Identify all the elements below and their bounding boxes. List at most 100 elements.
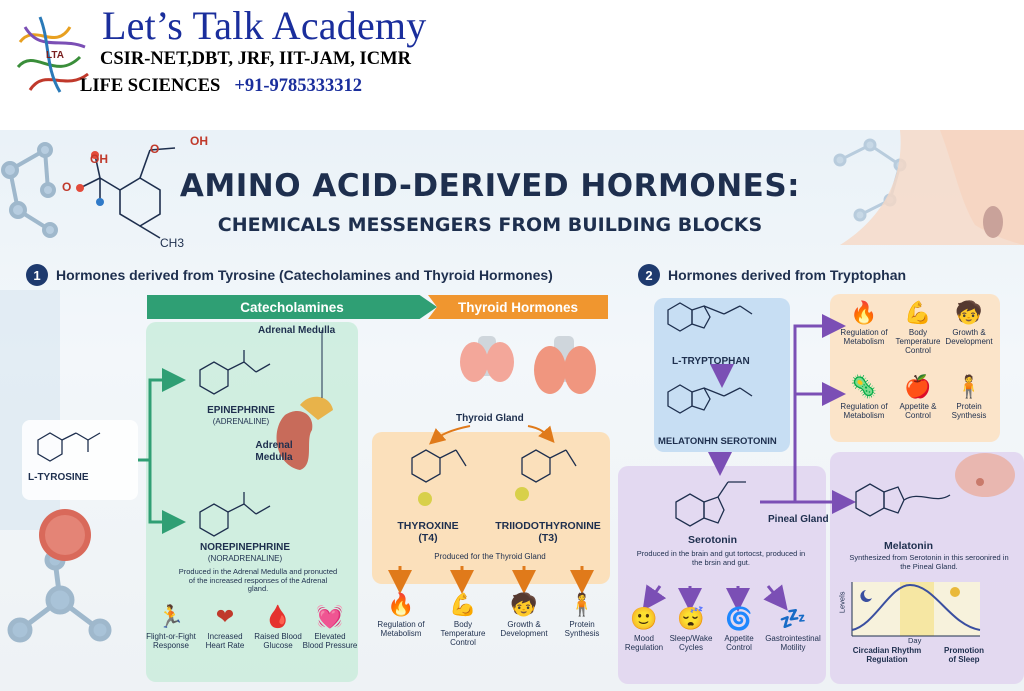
mol-label-o1: O <box>62 180 72 194</box>
serotonin-effect-sleep: 😴 Sleep/Wake Cycles <box>664 606 718 652</box>
muscle-icon: 💪 <box>449 592 477 617</box>
mol-label-ch3: CH3 <box>160 236 185 250</box>
trp-effect-temperature: 💪 Body Temperature Control <box>890 300 946 356</box>
academy-logo: LTA <box>16 16 89 93</box>
thyroid-gland-label: Thyroid Gland <box>456 413 524 424</box>
trp-effect-protein-label: Protein Synthesis <box>951 402 987 421</box>
epinephrine-name: EPINEPHRINE <box>207 405 275 416</box>
melatonin-note: Synthesized from Serotonin in this seroo… <box>849 553 1009 571</box>
effect-flight-fight: 🏃 Flight-or-Fight Response <box>144 604 198 650</box>
trp-effect-metabolism-label: Regulation of Metabolism <box>840 328 888 347</box>
smile-icon: 🙂 <box>630 606 658 631</box>
trp-effect-appetite-label: Appetite & Control <box>899 402 937 421</box>
pulse-heart-icon: 💓 <box>316 604 344 629</box>
section1-header: 1 Hormones derived from Tyrosine (Catech… <box>26 264 553 286</box>
section2-header: 2 Hormones derived from Tryptophan <box>638 264 906 286</box>
effect-blood-pressure-label: Elevated Blood Pressure <box>302 632 358 651</box>
norepinephrine-label: NOREPINEPHRINE (NORADRENALINE) <box>190 542 300 563</box>
intestine-icon: 🌀 <box>725 606 753 631</box>
apple-icon: 🍎 <box>904 374 932 399</box>
effect-heart-rate-label: Increased Heart Rate <box>205 632 245 651</box>
thyroxine-name: THYROXINE <box>397 520 459 532</box>
melatonin-effect-sleep: Promotion of Sleep <box>944 646 984 665</box>
section2-heading: Hormones derived from Tryptophan <box>668 267 907 283</box>
serotonin-effect-sleep-label: Sleep/Wake Cycles <box>669 634 713 653</box>
norepinephrine-note: Produced in the Adrenal Medulla and pron… <box>178 567 338 594</box>
thyroid-effect-growth-label: Growth & Development <box>500 620 548 639</box>
background-decoration <box>0 130 1024 643</box>
serotonin-effect-gi: 💤 Gastrointestinal Motility <box>760 606 826 652</box>
thyroid-effect-temperature-label: Body Temperature Control <box>440 620 486 648</box>
logo-text: LTA <box>46 50 64 61</box>
child-icon: 🧒 <box>955 300 983 325</box>
mol-label-o2: O <box>150 142 160 156</box>
sub-title: CHEMICALS MESSENGERS FROM BUILDING BLOCK… <box>217 214 763 236</box>
effect-blood-pressure: 💓 Elevated Blood Pressure <box>302 604 358 650</box>
triiodothyronine-name: TRIIODOTHYRONINE <box>495 520 601 532</box>
diagram-connectors <box>37 302 1015 637</box>
academy-banner: LTA Let’s Talk Academy CSIR-NET,DBT, JRF… <box>0 0 1024 120</box>
trp-effect-metabolism: 🔥 Regulation of Metabolism <box>836 300 892 346</box>
adrenal-medulla-organ-label: Adrenal Medulla <box>255 440 293 463</box>
academy-exams: CSIR-NET,DBT, JRF, IIT-JAM, ICMR <box>100 49 411 69</box>
flame-icon: 🔥 <box>850 300 878 325</box>
infographic: OH OH O O CH3 AMINO ACID-DERIVED HORMONE… <box>0 130 1024 691</box>
section1-number: 1 <box>26 264 48 286</box>
tyrosine-label: L-TYROSINE <box>28 472 89 483</box>
serotonin-note: Produced in the brain and gut tortocst, … <box>636 549 806 567</box>
thyroxine-label: THYROXINE (T4) <box>388 520 468 544</box>
triiodothyronine-abbr: (T3) <box>538 532 558 545</box>
effect-flight-fight-label: Flight-or-Fight Response <box>146 632 196 651</box>
thyroid-effect-metabolism: 🔥 Regulation of Metabolism <box>372 592 430 638</box>
tryptophan-effects-panel <box>830 294 1000 442</box>
trp-effect-metabolism-2-label: Regulation of Metabolism <box>840 402 888 421</box>
tyrosine-panel <box>22 420 138 500</box>
effect-blood-glucose-label: Raised Blood Glucose <box>254 632 302 651</box>
thyroid-effect-temperature: 💪 Body Temperature Control <box>434 592 492 648</box>
trp-effect-growth-label: Growth & Development <box>945 328 993 347</box>
pineal-gland-label: Pineal Gland <box>768 514 829 525</box>
tab-thyroid-hormones: Thyroid Hormones <box>428 295 608 319</box>
l-tryptophan-label: L-TRYPTOPHAN <box>672 356 750 367</box>
section2-number: 2 <box>638 264 660 286</box>
effect-blood-glucose: 🩸 Raised Blood Glucose <box>250 604 306 650</box>
academy-phone: +91-9785333312 <box>234 76 363 96</box>
triiodothyronine-label: TRIIODOTHYRONINE (T3) <box>492 520 604 544</box>
serotonin-effect-appetite-label: Appetite Control <box>724 634 754 653</box>
flame-icon: 🔥 <box>387 592 415 617</box>
serotonin-label: Serotonin <box>688 534 737 546</box>
cell-icon: 🦠 <box>850 374 878 399</box>
adrenal-medulla-top-label: Adrenal Medulla <box>258 325 336 336</box>
trp-effect-temperature-label: Body Temperature Control <box>895 328 941 356</box>
sleep-wake-icon: 😴 <box>677 606 705 631</box>
muscle-icon: 💪 <box>904 300 932 325</box>
child-icon: 🧒 <box>510 592 538 617</box>
thyroid-effect-protein-label: Protein Synthesis <box>564 620 600 639</box>
thyroid-effect-growth: 🧒 Growth & Development <box>494 592 554 638</box>
serotonin-effect-mood: 🙂 Mood Regulation <box>618 606 670 652</box>
heart-icon: ❤ <box>215 604 235 629</box>
thyroid-effect-metabolism-label: Regulation of Metabolism <box>377 620 425 639</box>
academy-contact: LIFE SCIENCES +91-9785333312 <box>80 76 362 97</box>
zzz-icon: 💤 <box>779 606 807 631</box>
norepinephrine-alt: (NORADRENALINE) <box>207 553 283 563</box>
section1-heading: Hormones derived from Tyrosine (Catechol… <box>56 267 553 283</box>
melatonin-effect-circadian: Circadian Rhythm Regulation <box>852 646 922 665</box>
mol-label-oh2: OH <box>190 134 208 148</box>
person-icon: 🧍 <box>955 374 983 399</box>
melatonin-label: Melatonin <box>884 540 933 552</box>
glucose-meter-icon: 🩸 <box>264 604 292 629</box>
effect-heart-rate: ❤ Increased Heart Rate <box>198 604 252 650</box>
chart-ylabel: Levels <box>837 591 847 614</box>
academy-subject: LIFE SCIENCES <box>80 76 221 96</box>
thyroid-note: Produced for the Thyroid Gland <box>434 552 546 561</box>
trp-effect-growth: 🧒 Growth & Development <box>942 300 996 346</box>
person-icon: 🧍 <box>568 592 596 617</box>
trp-effect-appetite: 🍎 Appetite & Control <box>890 374 946 420</box>
thyroid-effect-protein: 🧍 Protein Synthesis <box>556 592 608 638</box>
main-title: AMINO ACID-DERIVED HORMONES: <box>179 168 801 204</box>
academy-title: Let’s Talk Academy <box>102 3 427 48</box>
serotonin-effect-mood-label: Mood Regulation <box>624 634 664 653</box>
epinephrine-alt: (ADRENALINE) <box>212 416 270 426</box>
chart-xlabel: Day <box>908 636 922 645</box>
